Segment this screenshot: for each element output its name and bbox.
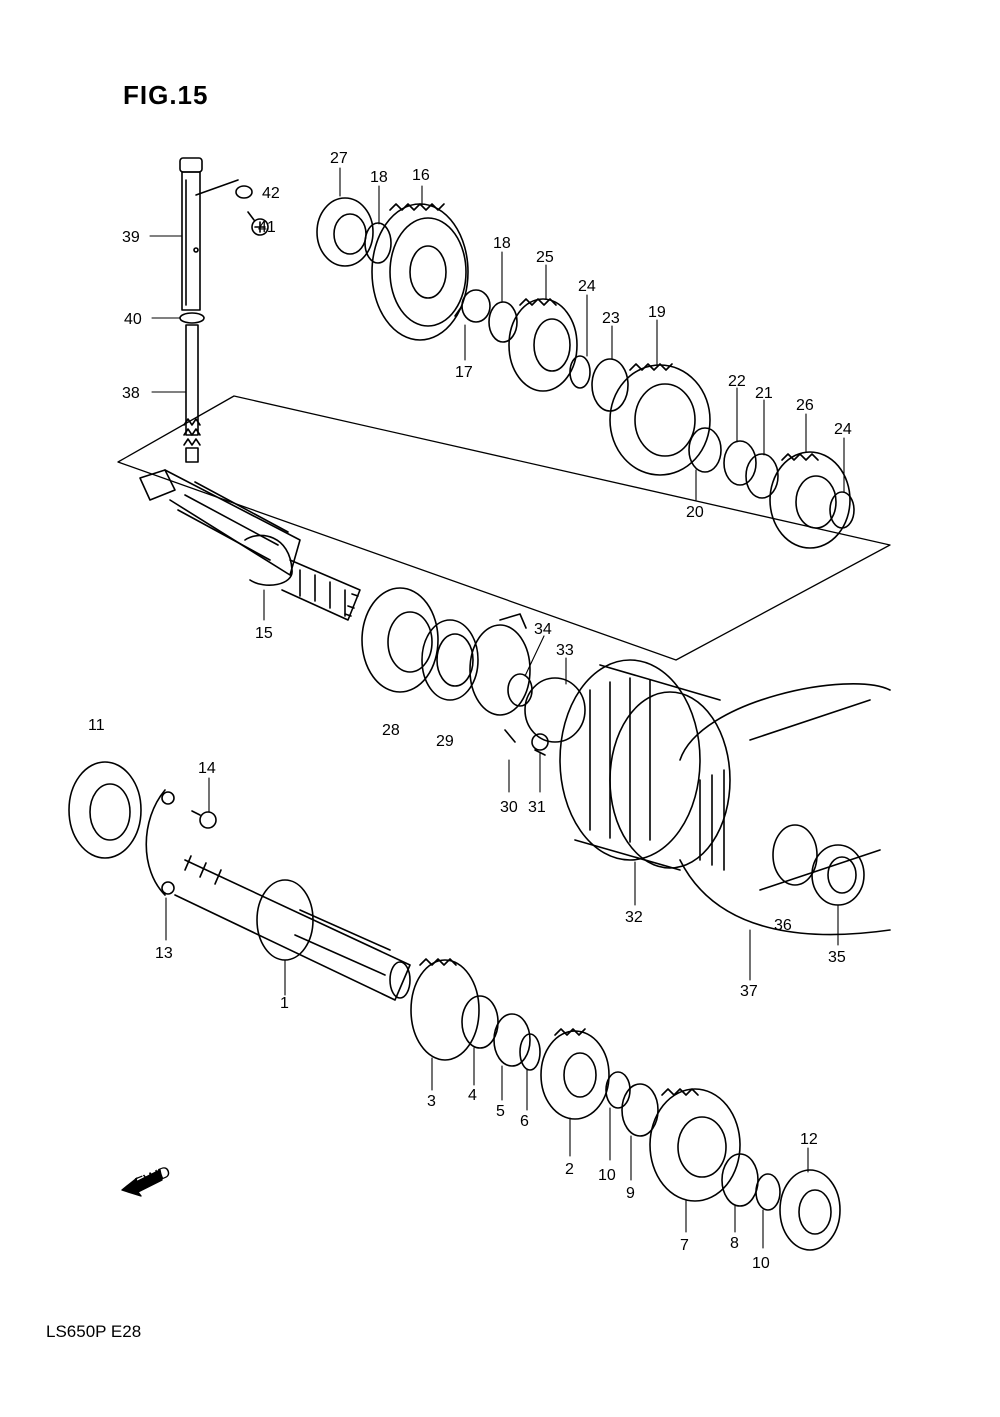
model-code: LS650P E28 [46,1322,142,1341]
part-label-p42: 42 [262,185,280,202]
part-label-p18a: 18 [370,169,388,186]
figure-title: FIG.15 [123,80,209,110]
part-label-p20: 20 [686,504,704,521]
circlip-24a [569,355,591,389]
leader-lines [149,167,845,1249]
part-label-p26: 26 [796,397,814,414]
part-label-p29: 29 [436,733,454,750]
plate-30 [469,613,531,743]
part-label-p37: 37 [740,983,758,1000]
washer-18a [364,222,392,264]
part-label-p14: 14 [198,760,216,777]
washer-36 [772,824,818,886]
clip-42 [195,179,253,199]
part-label-p16: 16 [412,167,430,184]
bearing-27 [316,197,374,267]
part-label-p19: 19 [648,304,666,321]
part-label-p1: 1 [280,995,289,1012]
driveshaft-1 [174,855,411,1001]
washer-5 [493,1013,531,1067]
circlip-10a [605,1071,631,1109]
pulley-32 [559,659,731,871]
countershaft-15 [139,469,361,621]
part-label-p23: 23 [602,310,620,327]
part-label-p6: 6 [520,1113,529,1130]
circlip-10b [755,1173,781,1211]
part-label-p9: 9 [626,1185,635,1202]
washer-8 [721,1153,759,1207]
fwd-label: FWD [133,1163,173,1192]
washer-22 [723,440,757,486]
part-label-p7: 7 [680,1237,689,1254]
part-label-p38: 38 [122,385,140,402]
part-label-p11: 11 [88,717,105,734]
gear-7 [649,1088,741,1202]
circlip-6 [519,1033,541,1071]
part-label-p2: 2 [565,1161,574,1178]
nut-35 [811,844,865,906]
seal-29 [421,619,479,701]
washer-9 [621,1083,659,1137]
part-label-p33: 33 [556,642,574,659]
plate-13 [145,789,175,896]
part-label-p25: 25 [536,249,554,266]
part-label-p21: 21 [755,385,773,402]
gear-26 [769,451,851,549]
part-label-p10b: 10 [752,1255,770,1272]
part-label-p36: 36 [774,917,792,934]
part-label-p22: 22 [728,373,746,390]
gear-2 [540,1028,610,1120]
part-label-p39: 39 [122,229,140,246]
part-label-p18b: 18 [493,235,511,252]
part-label-p41: 41 [258,219,276,236]
part-label-p34: 34 [534,621,552,638]
fwd-arrow-icon [121,1169,163,1197]
bushing-17 [454,289,491,323]
part-label-p13: 13 [155,945,173,962]
part-label-p31: 31 [528,799,546,816]
circlip-24b [829,491,855,529]
bushing-4 [461,995,499,1049]
part-label-p32: 32 [625,909,643,926]
washer-21 [745,453,779,499]
part-label-p17: 17 [455,364,473,381]
part-label-p5: 5 [496,1103,505,1120]
screw-14 [191,810,217,829]
screw-41 [247,211,269,236]
part-label-p28: 28 [382,722,400,739]
gear-19 [609,363,711,476]
part-label-p4: 4 [468,1087,477,1104]
spacer-33 [524,677,586,743]
part-label-p8: 8 [730,1235,739,1252]
assembly-outline [117,395,891,661]
part-label-p30: 30 [500,799,518,816]
part-label-p10a: 10 [598,1167,616,1184]
part-label-p24b: 24 [834,421,852,438]
gear-25 [508,298,578,392]
part-label-p12: 12 [800,1131,818,1148]
washer-34 [507,673,533,707]
gear-3 [410,958,480,1061]
bushing-20 [688,427,722,473]
part-label-p15: 15 [255,625,273,642]
bearing-12 [779,1169,841,1251]
part-label-p3: 3 [427,1093,436,1110]
part-label-p40: 40 [124,311,142,328]
part-label-p27: 27 [330,150,348,167]
bearing-28 [361,587,439,693]
washer-18b [488,301,518,343]
part-label-p24a: 24 [578,278,596,295]
gearshift-shaft-39 [179,157,205,463]
washer-23 [591,358,629,412]
part-label-p35: 35 [828,949,846,966]
gear-16 [371,203,469,341]
bearing-11 [68,761,142,859]
belt-37 [679,683,891,936]
